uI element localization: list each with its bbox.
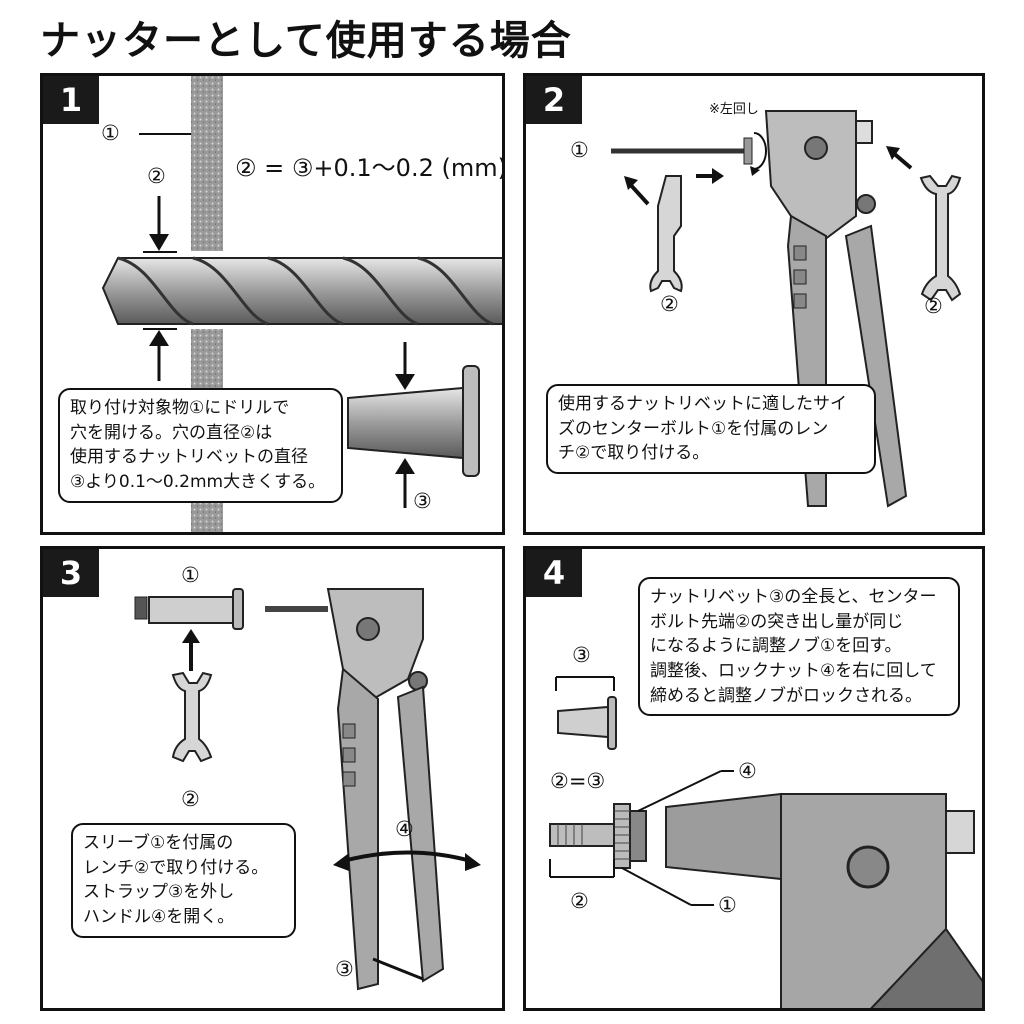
callout-3: ③ <box>572 643 591 667</box>
callout-2: ② <box>570 889 589 913</box>
step-1-panel: 1 <box>40 73 505 535</box>
callout-1: ① <box>101 121 120 145</box>
callout-1: ① <box>718 893 737 917</box>
wrench <box>649 175 683 293</box>
wall <box>191 76 223 251</box>
drill-bit <box>101 257 502 325</box>
adjustment-knob <box>613 803 631 869</box>
rivet-nut <box>347 386 464 460</box>
step-2-panel: 2 ※左回し ① ② ② 使用するナットリベットに適したサイ ズのセンターボルト… <box>523 73 985 535</box>
instruction-note: 使用するナットリベットに適したサイ ズのセンターボルト①を付属のレン チ②で取り… <box>546 384 876 474</box>
diameter-formula: ② = ③+0.1〜0.2 (mm) <box>235 154 505 182</box>
step-3-panel: 3 ① ② ④ ③ スリーブ①を付属の レンチ②で取り付ける。 ストラップ③を外… <box>40 546 505 1011</box>
wrench <box>171 671 213 763</box>
callout-4: ④ <box>738 759 757 783</box>
sleeve <box>148 596 234 624</box>
callout-2: ② <box>924 294 943 318</box>
riveter-handle <box>336 667 379 991</box>
riveter-body <box>780 793 947 1008</box>
wrench <box>919 174 962 302</box>
callout-1: ① <box>181 563 200 587</box>
rivet-nut <box>557 705 609 739</box>
callout-2: ② <box>147 164 166 188</box>
page-title: ナッターとして使用する場合 <box>40 18 572 64</box>
sleeve-illustration <box>134 588 481 991</box>
riveter-body <box>665 792 782 881</box>
rivet-nut-flange <box>462 365 480 477</box>
instruction-note: ナットリベット③の全長と、センター ボルト先端②の突き出し量が同じ になるように… <box>638 577 960 717</box>
callout-3: ③ <box>335 957 354 981</box>
step-number: 1 <box>43 76 99 124</box>
callout-2: ② <box>181 787 200 811</box>
instruction-note: スリーブ①を付属の レンチ②で取り付ける。 ストラップ③を外し ハンドル④を開く… <box>71 823 296 938</box>
callout-1: ① <box>570 138 589 162</box>
step-number: 2 <box>526 76 582 124</box>
step-number: 3 <box>43 549 99 597</box>
step-number: 4 <box>526 549 582 597</box>
equality-label: ②=③ <box>550 769 606 793</box>
riveter-body <box>764 110 857 248</box>
rotation-note: ※左回し <box>709 102 759 117</box>
adjustment-illustration <box>549 676 982 1008</box>
callout-3: ③ <box>413 489 432 513</box>
instruction-note: 取り付け対象物①にドリルで 穴を開ける。穴の直径②は 使用するナットリベットの直… <box>58 388 343 503</box>
lock-nut <box>629 810 647 862</box>
step-4-panel: 4 ③ ②=③ ④ ② ① ナットリベット③の全長と、センター <box>523 546 985 1011</box>
callout-4: ④ <box>395 817 414 841</box>
riveter-handle <box>396 685 445 983</box>
callout-2: ② <box>660 292 679 316</box>
